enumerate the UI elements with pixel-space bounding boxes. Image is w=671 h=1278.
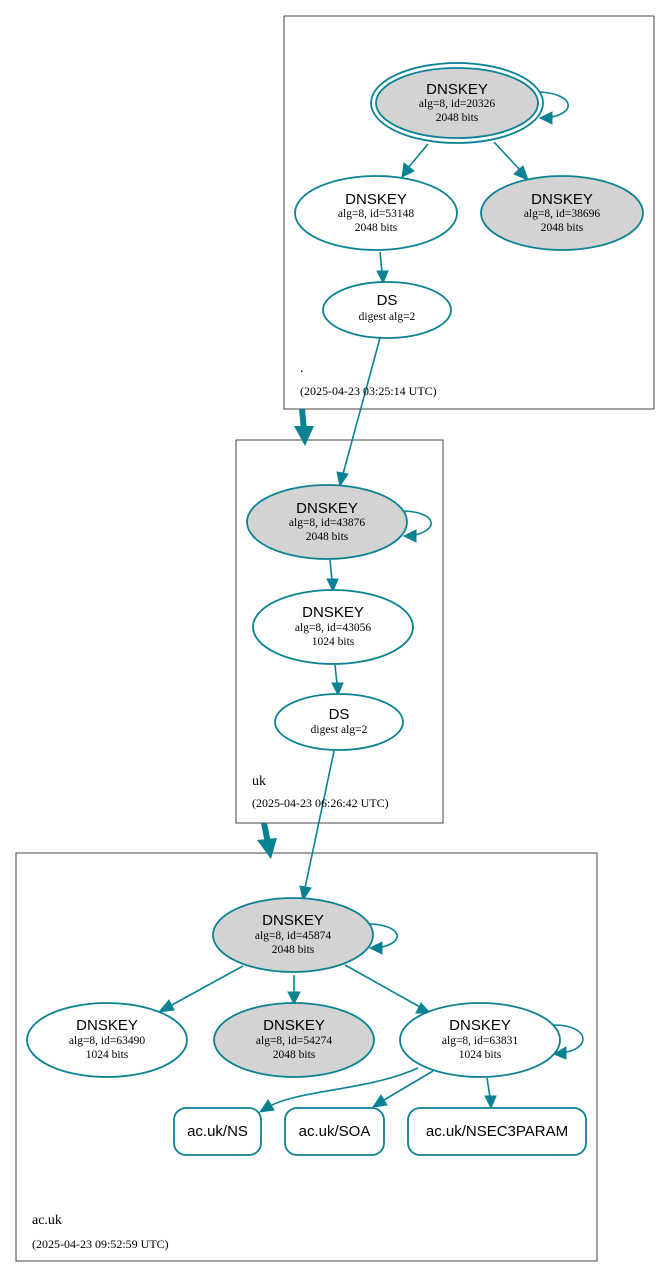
node-shape	[480, 175, 644, 251]
node-shape	[294, 175, 458, 251]
node-type: DNSKEY	[302, 604, 364, 621]
node-size: 2048 bits	[541, 222, 584, 234]
edge-63831-to-ns	[258, 1067, 419, 1113]
node-type: DNSKEY	[426, 81, 488, 98]
node-size: 2048 bits	[436, 112, 479, 124]
node-details: alg=8, id=43056	[295, 622, 371, 634]
edge-uk-ksk-self	[402, 510, 432, 543]
node-shape	[322, 281, 452, 339]
node-details: digest alg=2	[359, 311, 416, 323]
node-type: DNSKEY	[296, 500, 358, 517]
node-shape	[399, 1002, 561, 1078]
rrset-shape	[284, 1107, 385, 1156]
rrset-label: ac.uk/NS	[187, 1123, 248, 1140]
edge-63831-to-nsec3param	[484, 1077, 497, 1110]
node-details: digest alg=2	[311, 724, 368, 736]
zone-uk-name: uk	[252, 774, 266, 789]
node-shape	[213, 1002, 375, 1078]
rrset-shape	[173, 1107, 262, 1156]
node-type: DNSKEY	[345, 191, 407, 208]
node-uk-dnskey-43876[interactable]: DNSKEY alg=8, id=43876 2048 bits	[246, 484, 408, 560]
node-type: DNSKEY	[531, 191, 593, 208]
rrset-ac-uk-ns[interactable]: ac.uk/NS	[173, 1107, 262, 1156]
node-ac-dnskey-63831[interactable]: DNSKEY alg=8, id=63831 1024 bits	[399, 1002, 561, 1078]
node-size: 1024 bits	[86, 1049, 129, 1061]
edge-root-zsk-to-ds	[376, 251, 389, 285]
node-size: 2048 bits	[306, 531, 349, 543]
zone-ac-uk-time: (2025-04-23 09:52:59 UTC)	[32, 1237, 169, 1251]
node-details: alg=8, id=38696	[524, 208, 600, 220]
node-ac-dnskey-45874[interactable]: DNSKEY alg=8, id=45874 2048 bits	[212, 897, 374, 973]
node-type: DNSKEY	[262, 912, 324, 929]
node-details: alg=8, id=20326	[419, 98, 495, 110]
rrset-shape	[407, 1107, 587, 1156]
node-details: alg=8, id=63831	[442, 1035, 518, 1047]
node-uk-dnskey-43056[interactable]: DNSKEY alg=8, id=43056 1024 bits	[252, 589, 414, 665]
node-root-dnskey-38696[interactable]: DNSKEY alg=8, id=38696 2048 bits	[480, 175, 644, 251]
node-ac-dnskey-54274[interactable]: DNSKEY alg=8, id=54274 2048 bits	[213, 1002, 375, 1078]
node-shape	[375, 67, 539, 139]
zone-root-time: (2025-04-23 03:25:14 UTC)	[300, 384, 437, 398]
node-shape	[26, 1002, 188, 1078]
node-details: alg=8, id=63490	[69, 1035, 145, 1047]
node-details: alg=8, id=43876	[289, 517, 365, 529]
edge-root-ksk-to-zsk	[401, 143, 429, 178]
edge-ac-ksk-to-54274	[287, 975, 301, 1006]
edge-root-ds-to-uk-ksk	[336, 337, 381, 488]
node-shape	[212, 897, 374, 973]
node-size: 1024 bits	[459, 1049, 502, 1061]
node-ac-dnskey-63490[interactable]: DNSKEY alg=8, id=63490 1024 bits	[26, 1002, 188, 1078]
edge-ac-ksk-to-63831	[344, 964, 432, 1014]
edge-ac-ksk-self	[368, 923, 398, 955]
node-root-dnskey-53148[interactable]: DNSKEY alg=8, id=53148 2048 bits	[294, 175, 458, 251]
edge-ac-63831-self	[552, 1024, 584, 1060]
node-type: DNSKEY	[263, 1017, 325, 1034]
node-shape	[246, 484, 408, 560]
edge-root-ksk-self	[538, 91, 569, 125]
trust-anchor-ring	[370, 62, 544, 144]
node-type: DS	[329, 706, 350, 723]
zone-uk-time: (2025-04-23 06:26:42 UTC)	[252, 796, 389, 810]
rrset-ac-uk-nsec3param[interactable]: ac.uk/NSEC3PARAM	[407, 1107, 587, 1156]
node-size: 2048 bits	[273, 1049, 316, 1061]
node-size: 2048 bits	[272, 944, 315, 956]
edge-uk-ds-to-ac-ksk	[299, 750, 335, 902]
edge-uk-ksk-to-zsk	[326, 559, 339, 593]
node-shape	[274, 693, 404, 751]
node-size: 2048 bits	[355, 222, 398, 234]
edge-63831-to-soa	[371, 1070, 434, 1108]
rrset-ac-uk-soa[interactable]: ac.uk/SOA	[284, 1107, 385, 1156]
node-details: alg=8, id=53148	[338, 208, 414, 220]
node-size: 1024 bits	[312, 636, 355, 648]
node-shape	[252, 589, 414, 665]
zone-root-name: .	[300, 361, 304, 376]
node-type: DNSKEY	[449, 1017, 511, 1034]
rrset-label: ac.uk/NSEC3PARAM	[426, 1123, 568, 1140]
edge-root-ksk-to-38696	[493, 141, 529, 181]
node-type: DS	[377, 292, 398, 309]
node-root-dnskey-20326[interactable]: DNSKEY alg=8, id=20326 2048 bits	[370, 62, 544, 144]
node-details: alg=8, id=54274	[256, 1035, 332, 1047]
rrset-label: ac.uk/SOA	[299, 1123, 371, 1140]
delegation-uk-to-ac-uk	[257, 822, 277, 859]
node-details: alg=8, id=45874	[255, 930, 331, 942]
edge-ac-ksk-to-63490	[157, 965, 244, 1013]
node-type: DNSKEY	[76, 1017, 138, 1034]
edge-uk-zsk-to-ds	[331, 664, 344, 697]
node-root-ds[interactable]: DS digest alg=2	[322, 281, 452, 339]
zone-ac-uk-name: ac.uk	[32, 1213, 62, 1228]
delegation-root-to-uk	[294, 408, 314, 446]
node-uk-ds[interactable]: DS digest alg=2	[274, 693, 404, 751]
